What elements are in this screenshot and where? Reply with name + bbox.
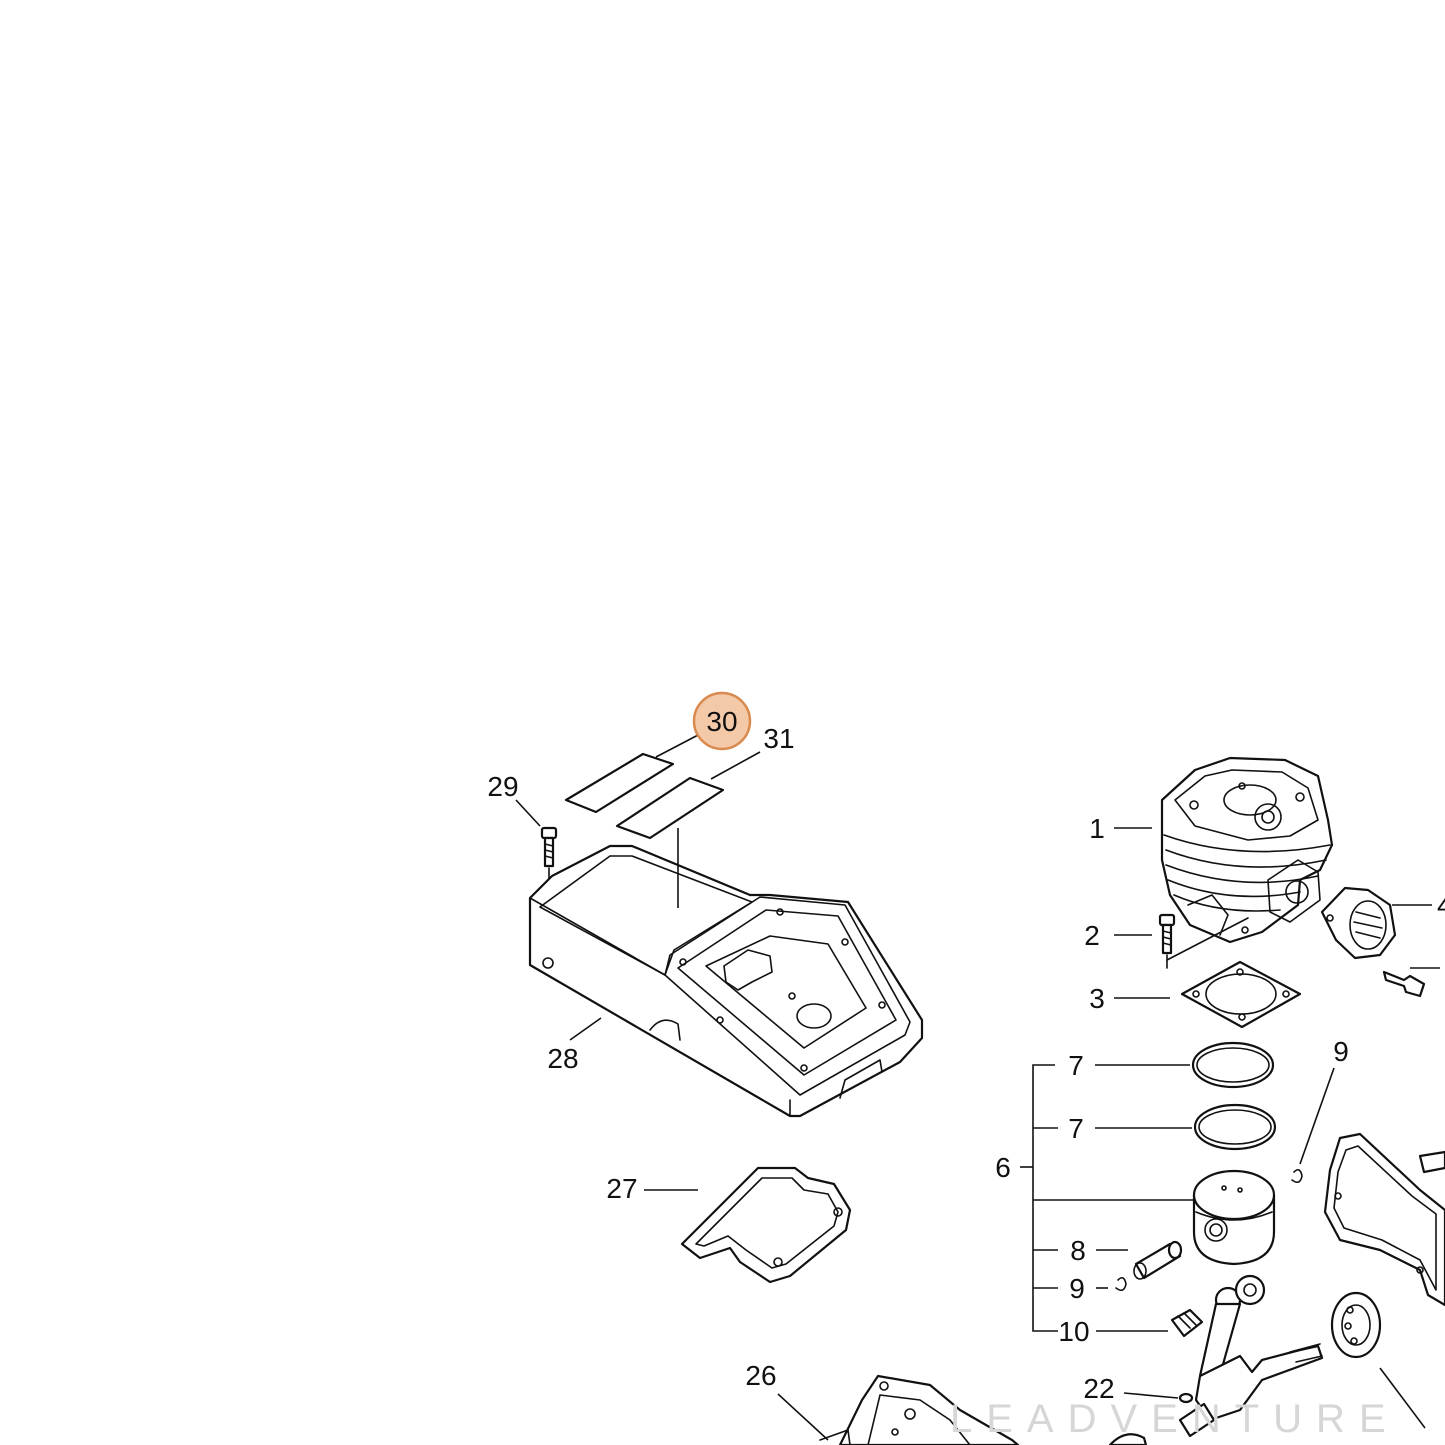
callout-27[interactable]: 27 (606, 1173, 637, 1204)
callout-3[interactable]: 3 (1089, 983, 1105, 1014)
watermark: LEADVENTURE (950, 1397, 1400, 1441)
callout-10[interactable]: 10 (1058, 1316, 1089, 1347)
callout-7-upper[interactable]: 7 (1068, 1050, 1084, 1081)
decal-30 (564, 752, 675, 814)
circlip-9-a (1115, 1276, 1127, 1292)
callout-28[interactable]: 28 (547, 1043, 578, 1074)
piston-6 (1192, 1169, 1276, 1266)
crankcase-bottom (819, 1374, 1148, 1445)
ring-7-lower (1193, 1103, 1277, 1151)
callout-9-left[interactable]: 9 (1069, 1273, 1085, 1304)
crankcase-gasket (1323, 1132, 1445, 1307)
gasket-27 (680, 1166, 852, 1284)
intake-4 (1320, 886, 1397, 960)
callout-8[interactable]: 8 (1070, 1235, 1086, 1266)
callout-7-lower[interactable]: 7 (1068, 1113, 1084, 1144)
callout-26[interactable]: 26 (745, 1360, 776, 1391)
callout-29[interactable]: 29 (487, 771, 518, 802)
callout-6[interactable]: 6 (995, 1152, 1011, 1183)
gasket-3 (1180, 960, 1302, 1029)
small-bolt (1382, 970, 1426, 998)
cover-28 (528, 844, 924, 1118)
crankshaft (1178, 1274, 1324, 1438)
bearing-10 (1170, 1308, 1204, 1338)
circlip-9-b (1291, 1168, 1303, 1184)
leader-lines (515, 733, 1440, 1441)
callout-2[interactable]: 2 (1084, 920, 1100, 951)
pin-8 (1133, 1240, 1183, 1280)
callout-1[interactable]: 1 (1089, 813, 1105, 844)
stud-right (1418, 1150, 1445, 1174)
decal-31 (615, 776, 725, 840)
cylinder-1 (1160, 756, 1334, 944)
item-22 (1178, 1392, 1194, 1404)
ball-bearing (1330, 1291, 1382, 1359)
screw-2 (1158, 913, 1249, 969)
callout-30[interactable]: 30 (706, 706, 737, 737)
highlight-circle-30[interactable] (692, 691, 752, 751)
callout-31[interactable]: 31 (763, 723, 794, 754)
ring-7-upper (1191, 1041, 1275, 1089)
callout-22[interactable]: 22 (1083, 1373, 1114, 1404)
callout-4[interactable]: 4 (1437, 890, 1445, 921)
callout-9-right[interactable]: 9 (1333, 1036, 1349, 1067)
